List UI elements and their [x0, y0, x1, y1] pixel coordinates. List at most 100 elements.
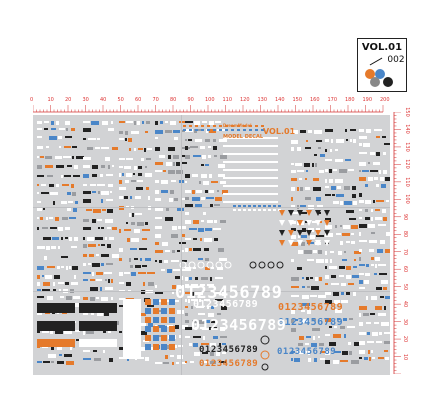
decal-mark — [176, 170, 183, 174]
decal-mark — [381, 322, 389, 326]
decal-mark — [172, 292, 174, 294]
decal-mark — [193, 155, 201, 157]
decal-mark — [199, 320, 205, 324]
decal-mark — [325, 334, 330, 336]
decal-mark — [119, 158, 125, 160]
decal-mark — [185, 277, 188, 281]
decal-mark — [101, 254, 109, 257]
decal-mark — [43, 282, 50, 286]
decal-mark — [337, 318, 340, 320]
decal-mark — [188, 139, 192, 141]
decal-mark — [195, 139, 202, 142]
decal-mark — [90, 287, 98, 291]
decal-mark — [370, 170, 378, 172]
decal-mark — [48, 354, 56, 358]
line-decal — [223, 201, 278, 203]
decal-mark — [61, 237, 63, 240]
decal-mark — [51, 121, 54, 125]
decal-mark — [382, 209, 386, 213]
square-decal — [169, 317, 175, 323]
decal-mark — [198, 129, 203, 131]
decal-mark — [106, 263, 113, 265]
decal-mark — [291, 235, 296, 239]
decal-mark — [291, 187, 295, 191]
decal-mark — [354, 259, 356, 261]
decal-mark — [378, 313, 386, 316]
decal-mark — [125, 180, 129, 183]
decal-mark — [134, 166, 137, 170]
decal-mark — [107, 227, 111, 229]
decal-mark — [104, 272, 112, 274]
decal-mark — [155, 242, 159, 245]
decal-mark — [71, 246, 77, 248]
decal-mark — [342, 259, 347, 261]
hazard-stripe — [243, 205, 246, 207]
decal-mark — [155, 250, 163, 253]
decal-mark — [67, 165, 72, 167]
decal-mark — [86, 209, 92, 211]
line-decal — [223, 185, 278, 187]
decal-mark — [206, 320, 210, 323]
decal-mark — [301, 235, 307, 238]
decal-mark — [359, 341, 365, 345]
decal-mark — [95, 147, 100, 149]
decal-triangle — [288, 230, 294, 236]
decal-mark — [200, 238, 202, 241]
decal-mark — [185, 181, 187, 183]
decal-mark — [368, 224, 375, 228]
decal-mark — [119, 331, 122, 333]
decal-mark — [381, 280, 388, 284]
hazard-stripe — [183, 125, 186, 127]
decal-mark — [148, 282, 154, 286]
decal-mark — [359, 257, 361, 261]
decal-mark — [195, 204, 202, 207]
decal-mark — [129, 148, 131, 151]
decal-mark — [66, 361, 74, 365]
square-decal — [153, 317, 159, 323]
decal-triangle — [279, 230, 285, 236]
top-ruler-label: 100 — [205, 97, 215, 103]
decal-mark — [54, 275, 60, 279]
decal-mark — [83, 199, 91, 203]
decal-mark — [208, 155, 211, 158]
decal-mark — [313, 187, 321, 191]
brand-header: DreamModel MODEL DECAL VOL.01 — [223, 123, 295, 153]
square-decal — [161, 317, 167, 323]
decal-mark — [304, 163, 310, 167]
decal-mark — [155, 130, 163, 134]
decal-mark — [384, 143, 390, 145]
decal-mark — [64, 175, 71, 177]
decal-mark — [119, 196, 123, 199]
decal-mark — [314, 154, 317, 156]
top-ruler-label: 60 — [135, 97, 142, 103]
decal-mark — [92, 174, 97, 177]
decal-mark — [146, 121, 150, 124]
decal-mark — [68, 201, 73, 203]
decal-mark — [359, 313, 361, 317]
decal-mark — [325, 169, 328, 172]
decal-mark — [381, 184, 386, 188]
decal-mark — [330, 251, 334, 253]
square-decal — [161, 308, 167, 314]
decal-mark — [346, 275, 351, 279]
decal-mark — [37, 201, 41, 203]
decal-mark — [346, 292, 350, 295]
decal-mark — [301, 310, 305, 312]
decal-mark — [351, 360, 359, 364]
decal-mark — [88, 138, 96, 140]
top-ruler-label: 200 — [380, 97, 390, 103]
decal-mark — [353, 266, 357, 268]
decal-mark — [69, 266, 71, 269]
volume-label: VOL.01 — [361, 42, 403, 53]
decal-mark — [169, 198, 173, 202]
label-box — [79, 339, 117, 347]
decal-mark — [325, 318, 331, 322]
decal-triangle — [306, 220, 312, 226]
decal-mark — [366, 264, 369, 267]
brand-title-text: MODEL DECAL — [223, 134, 264, 140]
decal-mark — [172, 226, 177, 230]
volume-badge: VOL.01 002 — [357, 38, 407, 92]
decal-mark — [140, 258, 142, 261]
decal-mark — [108, 279, 110, 283]
decal-mark — [307, 310, 311, 314]
